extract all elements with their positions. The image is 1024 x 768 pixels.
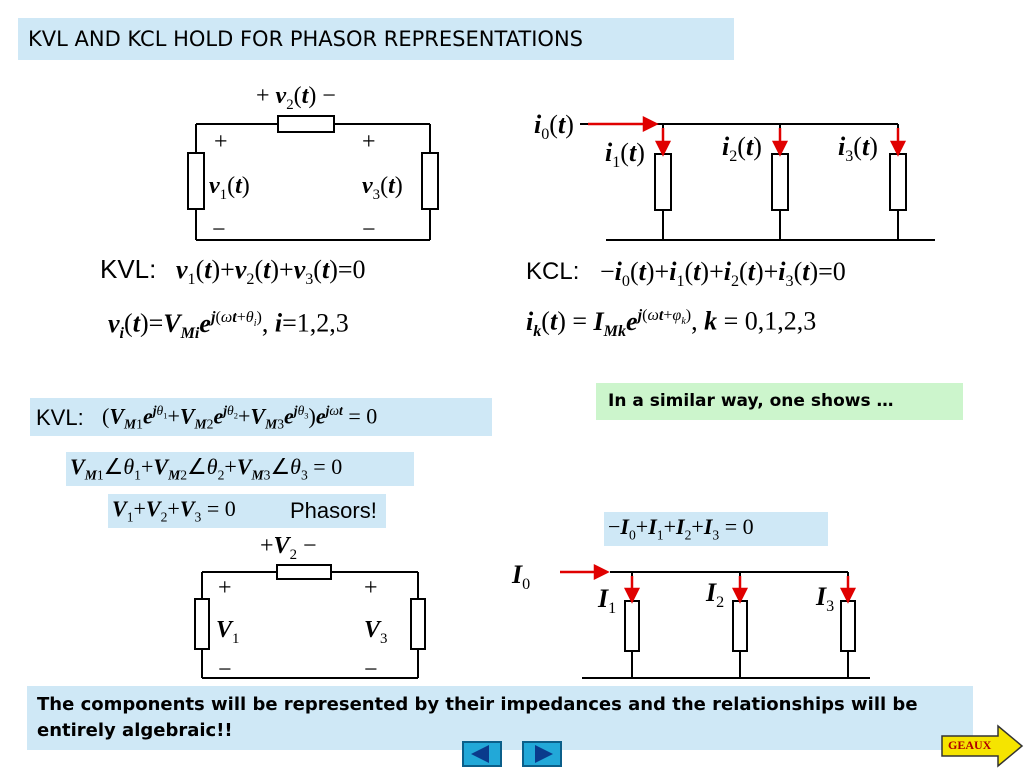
i1-label: i1(t) (605, 138, 645, 172)
v3-label: v3(t) (362, 173, 403, 203)
I2-label: I2 (706, 578, 725, 612)
arrow-left-icon (471, 745, 489, 763)
similar-note: In a similar way, one shows … (596, 383, 963, 420)
kvl-phasor-box (30, 398, 492, 436)
V1-label: V1 (216, 617, 240, 647)
kvl-label-2: KVL: (36, 405, 84, 430)
previous-slide-button[interactable] (462, 741, 502, 767)
plus-sign: + (362, 129, 376, 155)
angle-equation: VM1∠θ1+VM2∠θ2+VM3∠θ3 = 0 (70, 454, 343, 483)
minus-sign: − (218, 657, 232, 683)
kcl-phasor-box (604, 512, 828, 546)
I1-label: I1 (598, 584, 617, 618)
next-slide-button[interactable] (522, 741, 562, 767)
geaux-label: GEAUX (948, 738, 992, 752)
geaux-button[interactable]: GEAUX (940, 724, 1024, 768)
phasor-sum-box (108, 494, 386, 528)
kvl-exp-equation: (VM1ejθ1+VM2ejθ2+VM3ejθ3)ejωt = 0 (102, 403, 378, 432)
angle-equation-box (66, 452, 414, 486)
kvl-label: KVL: (100, 254, 157, 284)
i2-label: i2(t) (722, 132, 762, 166)
I0-label: I0 (512, 560, 531, 594)
kcl-label: KCL: (526, 258, 580, 285)
I3-label: I3 (816, 582, 835, 616)
minus-sign: − (364, 657, 378, 683)
page-title: KVL AND KCL HOLD FOR PHASOR REPRESENTATI… (18, 18, 734, 60)
minus-sign: − (212, 217, 226, 243)
v1-label: v1(t) (209, 173, 250, 203)
current-phasor-equation: ik(t) = IMkej(ωt+φk), k = 0,1,2,3 (526, 306, 817, 340)
i0-label: i0(t) (534, 110, 574, 144)
v2-label: + v2(t) − (256, 83, 336, 113)
plus-sign: + (218, 575, 232, 601)
plus-sign: + (214, 129, 228, 155)
i3-label: i3(t) (838, 132, 878, 166)
V3-label: V3 (364, 617, 388, 647)
arrow-right-icon (535, 745, 553, 763)
arrow-right-icon (941, 724, 1024, 768)
phasor-sum-equation: V1+V2+V3 = 0 (112, 496, 236, 525)
plus-sign: + (364, 575, 378, 601)
kcl-phasor-equation: −I0+I1+I2+I3 = 0 (608, 514, 754, 543)
kcl-equation: −i0(t)+i1(t)+i2(t)+i3(t)=0 (600, 257, 846, 291)
minus-sign: − (362, 217, 376, 243)
phasors-label: Phasors! (290, 498, 377, 523)
V2-label: +V2 − (260, 533, 317, 563)
conclusion-text: The components will be represented by th… (27, 686, 973, 750)
voltage-phasor-equation: vi(t)=VMiej(ωt+θi), i=1,2,3 (108, 308, 349, 342)
kvl-equation: v1(t)+v2(t)+v3(t)=0 (176, 255, 366, 289)
